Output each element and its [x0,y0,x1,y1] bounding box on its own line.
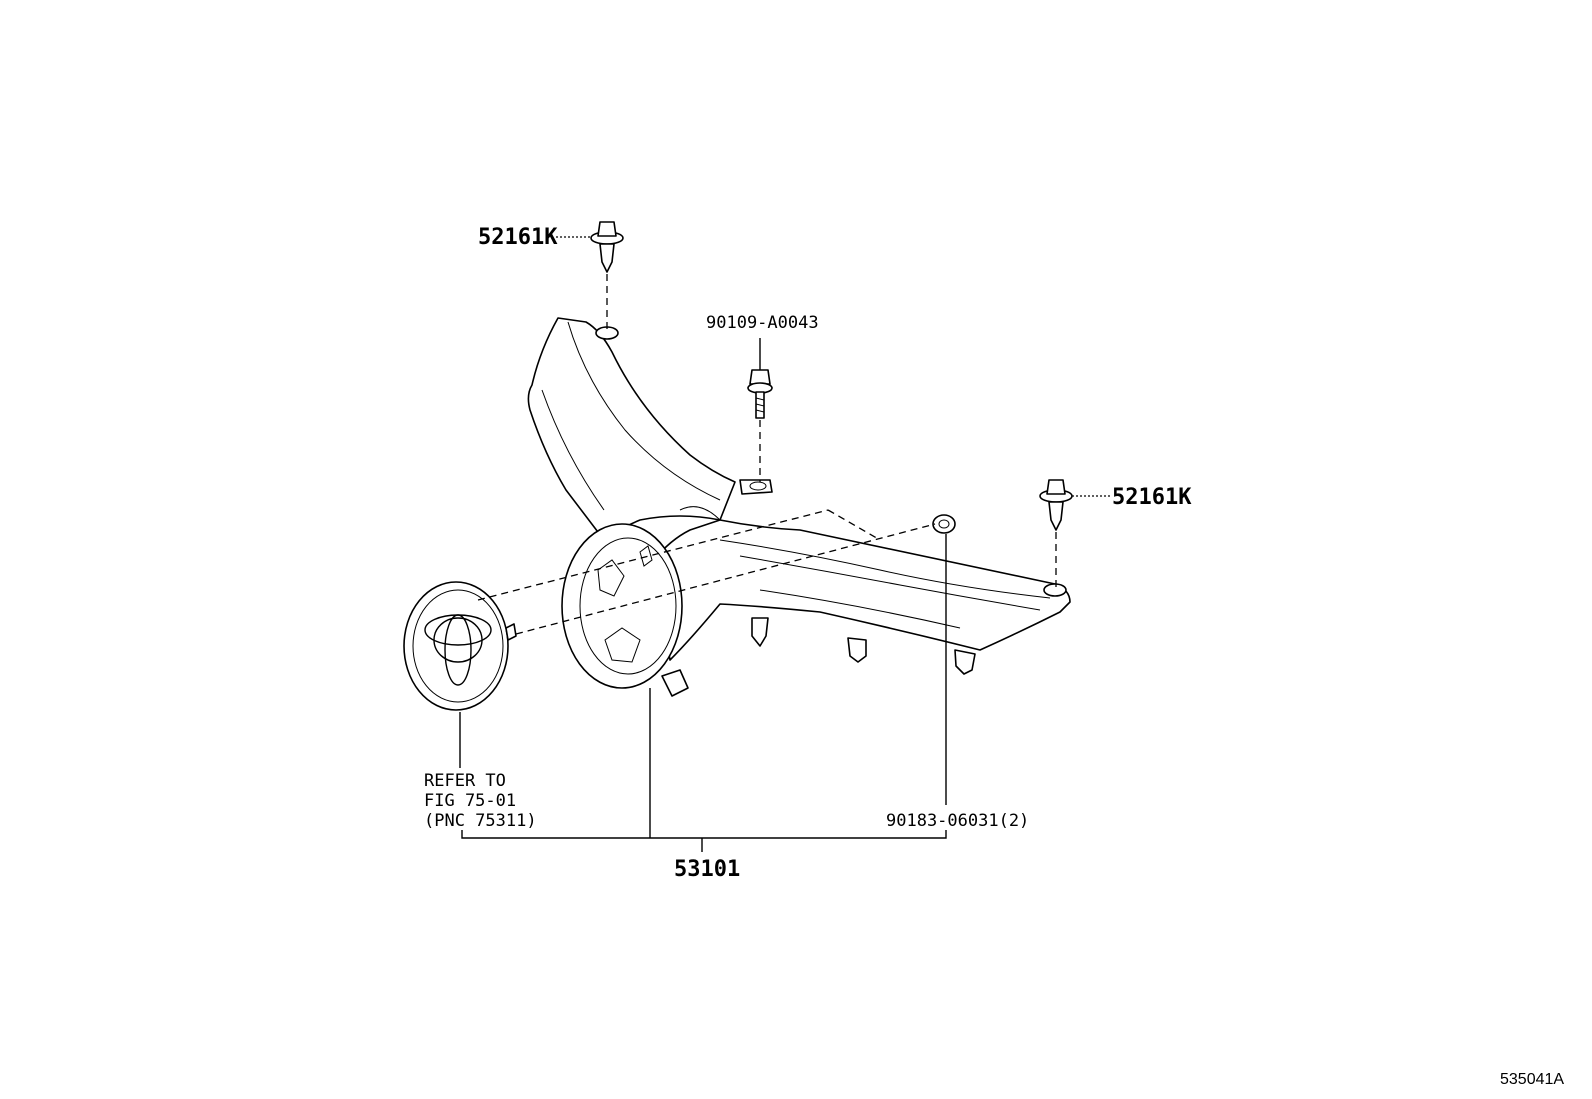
clip-icon [1039,479,1073,531]
label-nut: 90183-06031(2) [886,811,1029,831]
label-clip-top: 52161K [478,225,558,250]
label-clip-right: 52161K [1112,485,1192,510]
label-emblem-ref-1: REFER TO [424,771,506,791]
label-emblem-ref-3: (PNC 75311) [424,811,537,831]
clip-icon [590,221,624,273]
label-grille: 53101 [674,857,740,882]
radiator-grille [527,317,1071,697]
assembly-lines [477,274,1057,635]
figure-id: 535041A [1500,1071,1564,1088]
bolt-icon [747,369,773,419]
nut-icon [932,514,956,534]
emblem [403,581,517,711]
leader-lines [459,236,1110,852]
label-bolt: 90109-A0043 [706,313,819,333]
label-emblem-ref-2: FIG 75-01 [424,791,516,811]
